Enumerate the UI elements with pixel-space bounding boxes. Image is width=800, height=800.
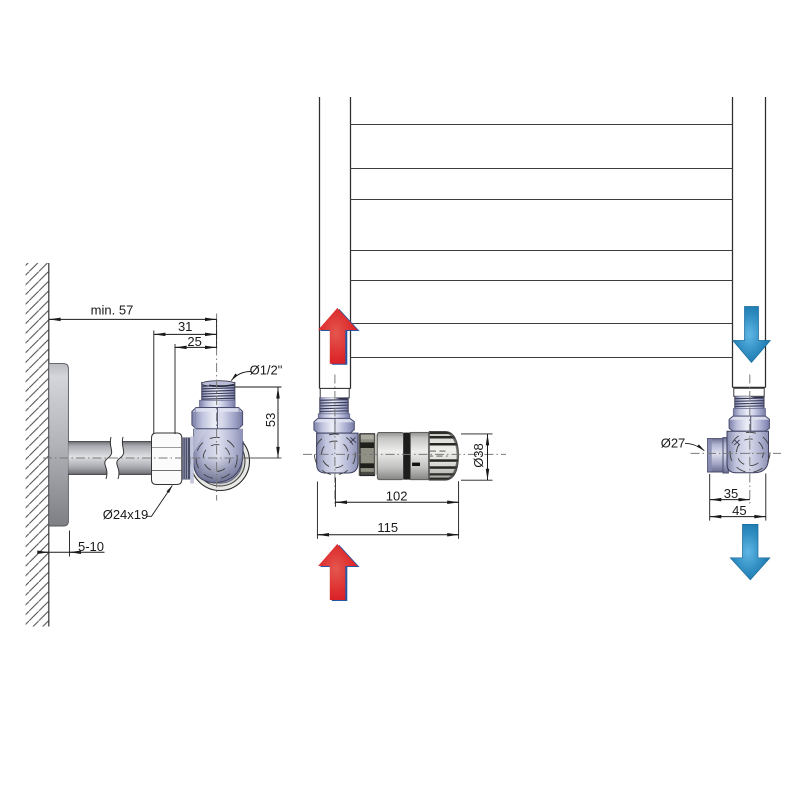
svg-text:53: 53 — [263, 413, 278, 427]
svg-text:Ø27: Ø27 — [661, 436, 686, 451]
svg-text:25: 25 — [187, 334, 201, 349]
svg-text:102: 102 — [386, 488, 408, 503]
svg-text:115: 115 — [377, 520, 398, 535]
svg-text:45: 45 — [732, 503, 746, 518]
svg-text:5-10: 5-10 — [78, 539, 104, 554]
svg-text:31: 31 — [178, 319, 192, 334]
svg-text:min. 57: min. 57 — [91, 303, 134, 318]
svg-text:Ø1/2": Ø1/2" — [250, 363, 283, 378]
svg-text:35: 35 — [724, 486, 738, 501]
svg-text:Ø38: Ø38 — [471, 443, 486, 468]
svg-text:Ø24x19: Ø24x19 — [103, 507, 149, 522]
